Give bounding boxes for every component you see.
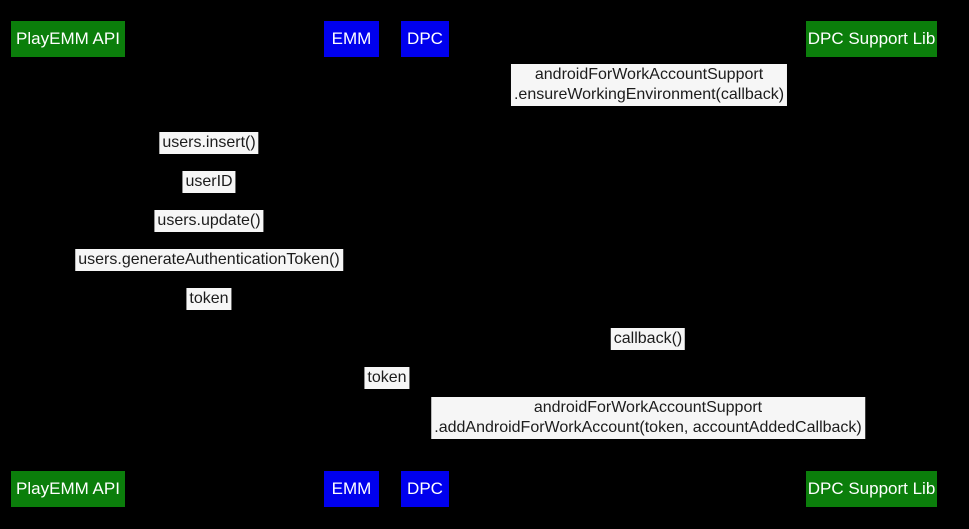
message-line: token <box>367 369 407 386</box>
message-line: users.generateAuthenticationToken() <box>78 251 340 268</box>
message-users-generate-authentication-token: users.generateAuthenticationToken() <box>75 249 343 271</box>
participant-playemm-api-bottom: PlayEMM API <box>11 471 125 507</box>
participant-emm-top: EMM <box>324 21 379 57</box>
message-line: .ensureWorkingEnvironment(callback) <box>513 86 785 103</box>
message-users-update: users.update() <box>154 210 264 232</box>
message-token-response: token <box>186 288 232 310</box>
participant-emm-bottom: EMM <box>324 471 379 507</box>
message-line: userID <box>185 173 233 190</box>
message-line: androidForWorkAccountSupport <box>534 66 764 83</box>
message-line: users.update() <box>157 212 261 229</box>
participant-dpc-support-lib-top: DPC Support Lib <box>806 21 937 57</box>
message-ensure-working-environment: androidForWorkAccountSupport .ensureWorki… <box>510 64 788 106</box>
message-line: .addAndroidForWorkAccount(token, account… <box>434 419 862 436</box>
participant-dpc-bottom: DPC <box>401 471 449 507</box>
participant-dpc-top: DPC <box>401 21 449 57</box>
message-token-forward: token <box>364 367 410 389</box>
message-add-android-for-work-account: androidForWorkAccountSupport .addAndroidF… <box>431 397 865 439</box>
participant-dpc-support-lib-bottom: DPC Support Lib <box>806 471 937 507</box>
message-line: androidForWorkAccountSupport <box>533 399 763 416</box>
message-callback: callback() <box>610 328 686 350</box>
message-user-id: userID <box>182 171 236 193</box>
message-line: callback() <box>613 330 683 347</box>
participant-playemm-api-top: PlayEMM API <box>11 21 125 57</box>
message-users-insert: users.insert() <box>159 132 259 154</box>
message-line: token <box>189 290 229 307</box>
message-line: users.insert() <box>162 134 256 151</box>
